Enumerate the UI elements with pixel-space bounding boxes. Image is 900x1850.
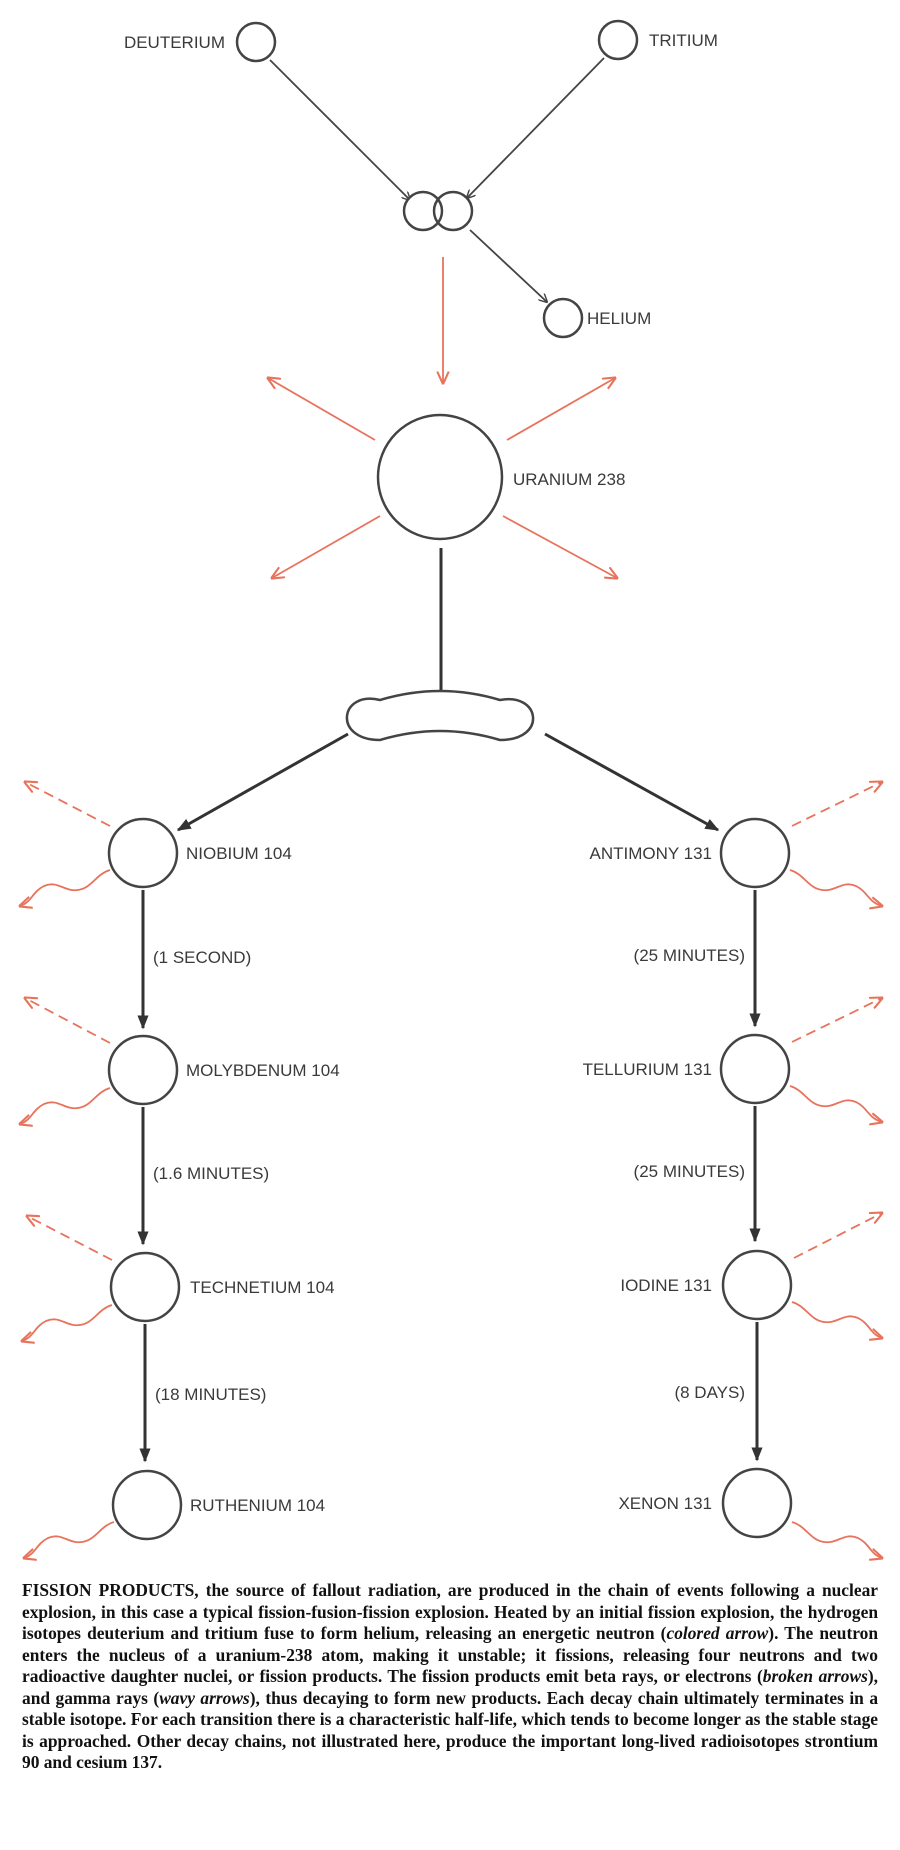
tellurium-label: TELLURIUM 131: [583, 1060, 712, 1079]
iodine-atom: [721, 1249, 793, 1321]
molybdenum-label: MOLYBDENUM 104: [186, 1061, 340, 1080]
chain-node: TECHNETIUM 104: [22, 1216, 335, 1341]
half-life-label: (1 SECOND): [153, 948, 251, 967]
fission-product-arrow-left: [176, 732, 349, 832]
tritium-label: TRITIUM: [649, 31, 718, 50]
half-life-label: (25 MINUTES): [634, 946, 745, 965]
antimony-atom: [719, 817, 791, 889]
caption-text: ), thus decaying to form new products. E…: [22, 1687, 879, 1773]
fission-product-arrow-right: [544, 732, 720, 832]
fusing-nucleus-right: [432, 190, 474, 232]
released-neutron-arrow: [268, 378, 376, 441]
caption-emphasis: wavy arrows: [159, 1687, 250, 1708]
gamma-ray-arrow: [20, 1087, 111, 1124]
chain-node: ANTIMONY 131: [589, 782, 882, 906]
xenon-label: XENON 131: [618, 1494, 712, 1513]
right-decay-chain: ANTIMONY 131 (25 MINUTES) TELLURIUM 131 …: [583, 782, 882, 1558]
molybdenum-atom: [107, 1034, 179, 1106]
half-life-label: (1.6 MINUTES): [153, 1164, 269, 1183]
gamma-ray-arrow: [24, 1521, 115, 1558]
released-neutron-arrow: [272, 515, 381, 578]
beta-ray-arrow: [793, 1213, 882, 1259]
deuterium-arrow: [269, 59, 410, 200]
beta-ray-arrow: [25, 782, 111, 827]
chain-node: IODINE 131: [620, 1213, 882, 1338]
tritium-arrow: [467, 57, 605, 198]
chain-node: RUTHENIUM 104: [24, 1469, 325, 1558]
tritium-atom: [597, 19, 639, 61]
chain-node: TELLURIUM 131: [583, 998, 882, 1122]
caption-text: ), and gamma rays (: [22, 1666, 879, 1708]
ruthenium-label: RUTHENIUM 104: [190, 1496, 325, 1515]
half-life-label: (8 DAYS): [674, 1383, 745, 1402]
caption-emphasis: broken arrows: [762, 1666, 868, 1686]
caption-heading: FISSION PRODUCTS,: [22, 1580, 199, 1600]
chain-node: XENON 131: [618, 1467, 882, 1558]
released-neutron-arrow: [506, 378, 615, 441]
uranium-atom: [376, 413, 504, 541]
gamma-ray-arrow: [791, 1521, 882, 1558]
technetium-label: TECHNETIUM 104: [190, 1278, 335, 1297]
deuterium-label: DEUTERIUM: [124, 33, 225, 52]
gamma-ray-arrow: [789, 1085, 882, 1122]
helium-label: HELIUM: [587, 309, 651, 328]
beta-ray-arrow: [25, 998, 111, 1044]
chain-node: MOLYBDENUM 104: [20, 998, 340, 1124]
gamma-ray-arrow: [791, 1301, 882, 1338]
caption-text: the source of fallout radiation, are pro…: [22, 1580, 878, 1643]
beta-ray-arrow: [791, 782, 882, 827]
niobium-label: NIOBIUM 104: [186, 844, 292, 863]
xenon-atom: [721, 1467, 793, 1539]
tellurium-atom: [719, 1033, 791, 1105]
caption-text: ). The neutron enters the nucleus of a u…: [22, 1623, 879, 1686]
left-decay-chain: NIOBIUM 104 (1 SECOND) MOLYBDENUM 104 (1…: [20, 782, 340, 1558]
ruthenium-atom: [111, 1469, 183, 1541]
helium-arrow: [469, 229, 547, 302]
uranium-label: URANIUM 238: [513, 470, 625, 489]
fusing-nucleus-left: [402, 190, 444, 232]
splitting-nucleus: [345, 689, 535, 742]
caption-emphasis: colored arrow: [666, 1623, 769, 1643]
antimony-label: ANTIMONY 131: [589, 844, 712, 863]
released-neutron-arrow: [502, 515, 617, 578]
beta-ray-arrow: [27, 1216, 113, 1261]
half-life-label: (18 MINUTES): [155, 1385, 266, 1404]
iodine-label: IODINE 131: [620, 1276, 712, 1295]
niobium-atom: [107, 817, 179, 889]
gamma-ray-arrow: [20, 869, 111, 906]
gamma-ray-arrow: [22, 1304, 113, 1341]
uranium-stage: URANIUM 238: [268, 378, 625, 709]
fission-products-diagram: DEUTERIUM TRITIUM HELIUM URANIUM 238 NIO…: [0, 19, 900, 1580]
beta-ray-arrow: [791, 998, 882, 1043]
technetium-atom: [109, 1251, 181, 1323]
deuterium-atom: [235, 21, 277, 63]
helium-atom: [542, 297, 584, 339]
fusion-stage: DEUTERIUM TRITIUM HELIUM: [124, 19, 718, 383]
chain-node: NIOBIUM 104: [20, 782, 292, 906]
figure-caption: FISSION PRODUCTS, the source of fallout …: [22, 1580, 878, 1774]
gamma-ray-arrow: [789, 869, 882, 906]
half-life-label: (25 MINUTES): [634, 1162, 745, 1181]
